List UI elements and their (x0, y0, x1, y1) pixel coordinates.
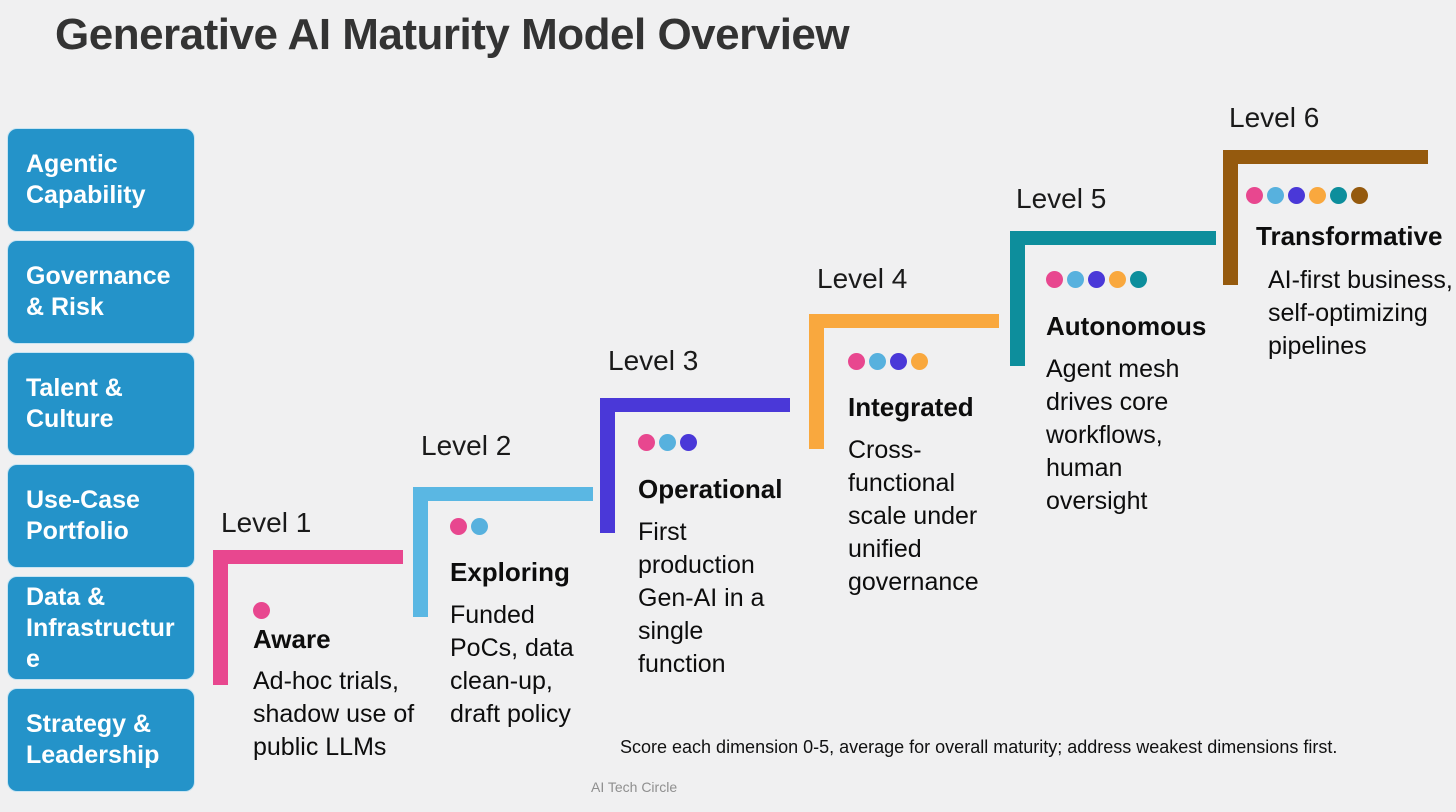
maturity-dot (471, 518, 488, 535)
page-title: Generative AI Maturity Model Overview (55, 10, 850, 59)
maturity-dot (1246, 187, 1263, 204)
maturity-dot (1109, 271, 1126, 288)
maturity-dot (638, 434, 655, 451)
level-6-step-shape (1223, 150, 1428, 285)
level-5-step-shape (1010, 231, 1216, 366)
level-1-step-shape (213, 550, 403, 685)
level-2-description: Funded PoCs, data clean-up, draft policy (450, 601, 574, 728)
level-4-name: Integrated (848, 392, 974, 422)
maturity-dot (911, 353, 928, 370)
level-1-description: Ad-hoc trials, shadow use of public LLMs (253, 667, 415, 761)
dimension-card-governance-risk: Governance & Risk (7, 240, 195, 344)
level-2-step-shape (413, 487, 593, 617)
level-3-description: First production Gen-AI in a single func… (638, 518, 765, 678)
dimension-card-data-infrastructure: Data & Infrastructure (7, 576, 195, 680)
level-2-label: Level 2 (421, 430, 512, 461)
level-5-name: Autonomous (1046, 311, 1207, 341)
maturity-dot (450, 518, 467, 535)
maturity-dot (1309, 187, 1326, 204)
maturity-dot (1330, 187, 1347, 204)
level-4-dots (848, 353, 932, 370)
level-4-step-shape (809, 314, 999, 449)
dimension-card-strategy-leadership: Strategy & Leadership (7, 688, 195, 792)
level-5-dots (1046, 271, 1151, 288)
maturity-dot (1067, 271, 1084, 288)
level-6-description: AI-first business, self-optimizing pipel… (1268, 266, 1453, 360)
level-5-label: Level 5 (1016, 183, 1107, 214)
level-1-name: Aware (253, 624, 331, 654)
maturity-dot (1130, 271, 1147, 288)
level-6-label: Level 6 (1229, 102, 1320, 133)
maturity-dot (890, 353, 907, 370)
level-6-dots (1246, 187, 1372, 204)
level-4-label: Level 4 (817, 263, 908, 294)
level-1-label: Level 1 (221, 507, 312, 538)
dimension-card-use-case-portfolio: Use-Case Portfolio (7, 464, 195, 568)
dimension-card-talent-culture: Talent & Culture (7, 352, 195, 456)
level-3-label: Level 3 (608, 345, 699, 376)
maturity-dot (1351, 187, 1368, 204)
level-2-dots (450, 518, 492, 535)
scoring-footnote: Score each dimension 0-5, average for ov… (620, 737, 1338, 757)
level-4-description: Cross-functional scale under unified gov… (848, 436, 979, 596)
watermark-ai-tech-circle: AI Tech Circle (591, 779, 678, 795)
maturity-dot (659, 434, 676, 451)
level-2-name: Exploring (450, 557, 570, 587)
level-6-name: Transformative (1256, 221, 1443, 251)
maturity-dot (848, 353, 865, 370)
maturity-dot (253, 602, 270, 619)
maturity-dot (680, 434, 697, 451)
maturity-dot (1046, 271, 1063, 288)
dimension-card-agentic-capability: Agentic Capability (7, 128, 195, 232)
maturity-dot (1267, 187, 1284, 204)
maturity-dot (869, 353, 886, 370)
level-3-step-shape (600, 398, 790, 533)
maturity-dot (1088, 271, 1105, 288)
level-1-dots (253, 602, 274, 619)
level-3-name: Operational (638, 474, 783, 504)
level-5-description: Agent mesh drives core workflows, human … (1046, 355, 1180, 515)
level-3-dots (638, 434, 701, 451)
maturity-dot (1288, 187, 1305, 204)
